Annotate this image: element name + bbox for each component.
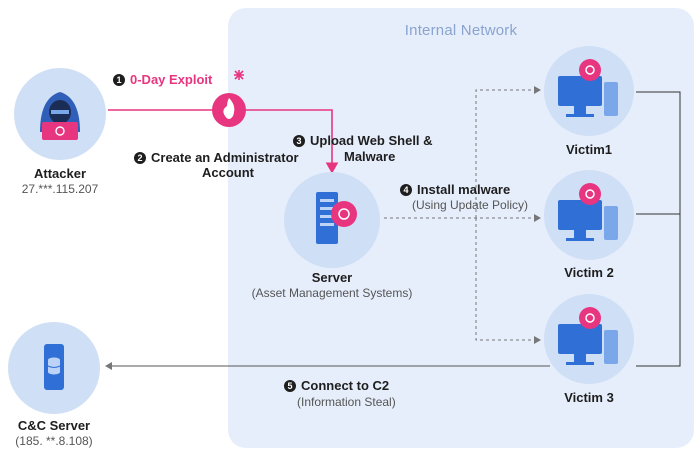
step-4-text: Install malware xyxy=(417,182,511,197)
victim-3-label: Victim 3 xyxy=(564,390,614,405)
exploit-path-line xyxy=(108,109,339,174)
victim-2-label: Victim 2 xyxy=(564,265,614,280)
victim-bus-line xyxy=(636,91,681,367)
attacker-node xyxy=(14,68,106,160)
step-5-label: 5 Connect to C2 xyxy=(284,378,389,393)
cnc-label: C&C Server xyxy=(17,418,91,433)
database-icon xyxy=(44,344,64,390)
step-2-text-line1: Create an Administrator xyxy=(151,150,299,165)
step-3-badge: 3 xyxy=(293,135,305,147)
hacker-icon xyxy=(40,92,80,140)
step-5-sub: (Information Steal) xyxy=(297,395,396,409)
cnc-node xyxy=(8,322,100,414)
attacker-ip: 27.***.115.207 xyxy=(21,182,99,196)
victim-1-node xyxy=(544,46,634,136)
step-2-label: 2 Create an Administrator xyxy=(134,150,299,165)
step-3-label: 3 Upload Web Shell & xyxy=(293,133,433,148)
computer-icon xyxy=(558,307,618,365)
install-line-victim3 xyxy=(475,218,541,344)
server-desc: (Asset Management Systems) xyxy=(251,286,413,300)
server-node xyxy=(284,172,380,268)
cnc-ip: (185. **.8.108) xyxy=(15,434,93,448)
step-1-text: 0-Day Exploit xyxy=(130,72,213,87)
step-3-text-line2: Malware xyxy=(344,149,396,164)
computer-icon xyxy=(558,183,618,241)
step-5-text: Connect to C2 xyxy=(301,378,390,393)
victim-3-node xyxy=(544,294,634,384)
victim-1-label: Victim1 xyxy=(565,142,612,157)
step-1-label: 1 0-Day Exploit xyxy=(113,72,212,87)
internal-network-title: Internal Network xyxy=(404,22,518,39)
victim-2-node xyxy=(544,170,634,260)
server-icon xyxy=(316,192,357,244)
exploit-flame-icon xyxy=(205,66,255,128)
step-4-badge: 4 xyxy=(400,184,412,196)
install-line-victim1 xyxy=(475,86,541,218)
step-4-sub: (Using Update Policy) xyxy=(412,198,529,212)
step-2-text-line2: Account xyxy=(202,165,254,180)
step-1-badge: 1 xyxy=(113,74,125,86)
attacker-label: Attacker xyxy=(33,166,87,181)
computer-icon xyxy=(558,59,618,117)
step-2-badge: 2 xyxy=(134,152,146,164)
server-label: Server xyxy=(311,270,353,285)
step-3-text-line1: Upload Web Shell & xyxy=(310,133,433,148)
step-4-label: 4 Install malware xyxy=(400,182,510,197)
step-5-badge: 5 xyxy=(284,380,296,392)
